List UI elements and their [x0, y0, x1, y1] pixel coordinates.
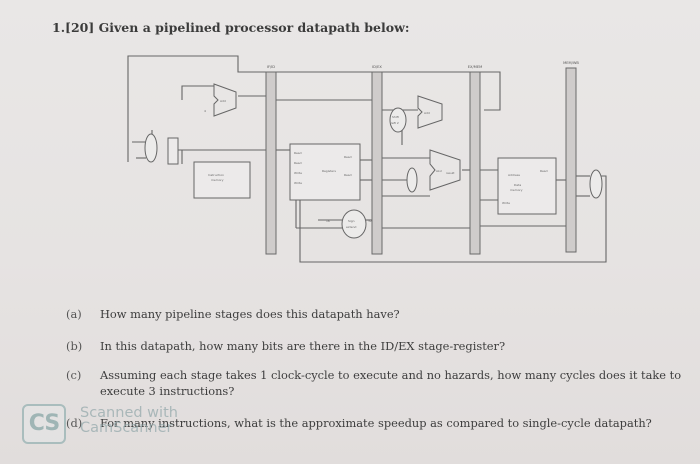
- registers-block: [289, 143, 361, 201]
- svg-text:memory: memory: [211, 178, 224, 182]
- svg-text:ALU: ALU: [436, 169, 442, 173]
- alu: [429, 149, 461, 191]
- sub-question-a: (a) How many pipeline stages does this da…: [66, 306, 692, 322]
- svg-text:Registers: Registers: [322, 169, 336, 173]
- pc-block: [167, 137, 179, 165]
- svg-text:16: 16: [326, 219, 330, 223]
- mem-wb-register: [565, 67, 577, 253]
- alu-src-mux: [406, 167, 418, 193]
- svg-text:Read: Read: [294, 161, 302, 165]
- sub-question-label: (c): [66, 368, 82, 382]
- sub-question-label: (d): [66, 416, 83, 430]
- pc-mux: [144, 133, 158, 163]
- svg-text:Add: Add: [424, 111, 430, 115]
- ex-mem-register: [469, 71, 481, 255]
- svg-text:Instruction: Instruction: [208, 173, 224, 177]
- mem-wb-label: MEM/WB: [563, 61, 579, 65]
- svg-text:32: 32: [368, 219, 372, 223]
- branch-feedback-wire: [127, 55, 501, 162]
- svg-text:4: 4: [204, 109, 206, 113]
- svg-text:Write: Write: [502, 201, 510, 205]
- svg-text:memory: memory: [510, 188, 523, 192]
- instruction-memory-block: [193, 161, 251, 199]
- if-id-register: [265, 71, 277, 255]
- svg-text:Read: Read: [344, 173, 352, 177]
- sub-question-text: How many pipeline stages does this datap…: [100, 307, 400, 321]
- pc-adder: [213, 83, 237, 117]
- camscanner-watermark: CS Scanned with CamScanner: [22, 404, 282, 450]
- svg-text:Sign: Sign: [348, 219, 355, 223]
- svg-text:Data: Data: [514, 183, 521, 187]
- sub-question-label: (b): [66, 339, 83, 353]
- sub-question-c: (c) Assuming each stage takes 1 clock-cyc…: [66, 367, 692, 399]
- svg-text:left 2: left 2: [391, 121, 399, 125]
- sub-question-text: Assuming each stage takes 1 clock-cycle …: [100, 368, 682, 398]
- watermark-text: Scanned with CamScanner: [80, 406, 178, 436]
- svg-text:Write: Write: [294, 171, 302, 175]
- sub-question-text: For many instructions, what is the appro…: [100, 416, 652, 430]
- svg-text:Read: Read: [540, 169, 548, 173]
- svg-text:Read: Read: [344, 155, 352, 159]
- sub-question-text: In this datapath, how many bits are ther…: [100, 339, 506, 353]
- svg-text:Read: Read: [294, 151, 302, 155]
- svg-text:Address: Address: [508, 173, 520, 177]
- watermark-line-1: Scanned with: [80, 405, 178, 421]
- ex-mem-label: EX/MEM: [468, 65, 482, 69]
- id-ex-label: ID/EX: [372, 65, 382, 69]
- sub-question-b: (b) In this datapath, how many bits are t…: [66, 338, 692, 354]
- svg-text:Write: Write: [294, 181, 302, 185]
- watermark-line-2: CamScanner: [80, 420, 173, 436]
- id-ex-register: [371, 71, 383, 255]
- if-id-label: IF/ID: [267, 65, 275, 69]
- question-title: 1.[20] Given a pipelined processor datap…: [52, 20, 410, 35]
- writeback-mux: [589, 169, 603, 199]
- shift-left-2-unit: [389, 107, 407, 133]
- svg-text:Shift: Shift: [392, 115, 400, 119]
- svg-text:result: result: [446, 171, 455, 175]
- sign-extend-unit: [341, 209, 367, 239]
- data-memory-block: [497, 157, 557, 215]
- branch-adder: [417, 95, 443, 129]
- svg-text:Add: Add: [220, 99, 226, 103]
- camscanner-logo-icon: CS: [22, 404, 66, 444]
- sub-question-d: (d) For many instructions, what is the ap…: [66, 415, 692, 431]
- sub-question-label: (a): [66, 307, 82, 321]
- svg-text:extend: extend: [346, 225, 356, 229]
